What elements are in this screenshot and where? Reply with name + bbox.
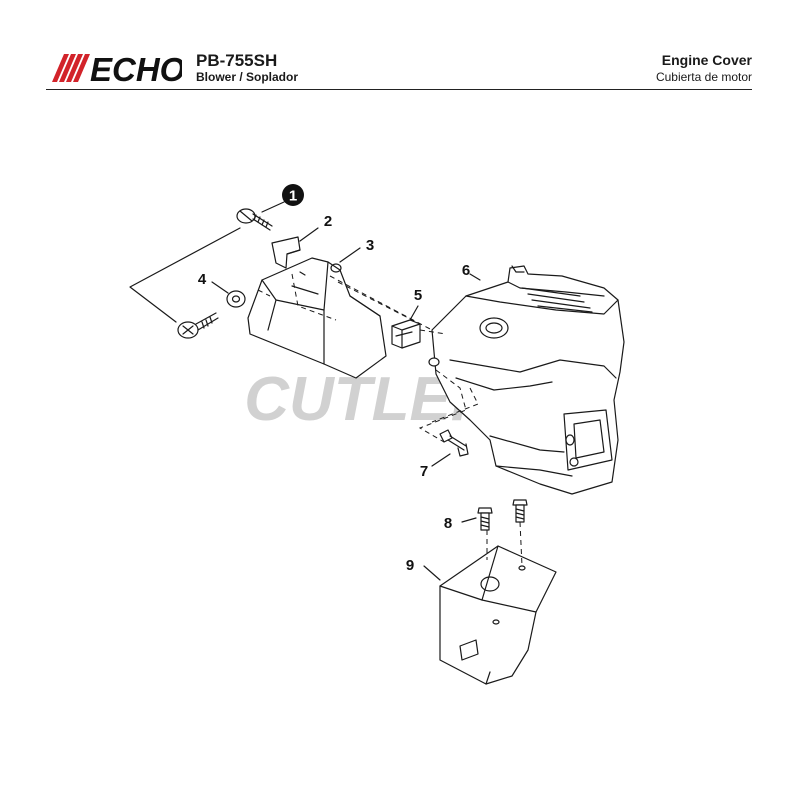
echo-logo: ECHO [52,52,182,84]
header-divider [46,89,752,90]
callout-1: 1 [289,188,297,205]
section-title: Engine Cover [661,52,752,68]
part-4-washer [226,290,246,308]
callout-7: 7 [420,463,428,480]
page-header: ECHO PB-755SH Blower / Soplador Engine C… [0,0,800,92]
part-8-bolts [477,499,528,531]
part-2-bracket [271,236,301,269]
model-number: PB-755SH [196,51,278,70]
brand-wordmark: ECHO [90,52,182,84]
part-5-grommet [391,319,421,349]
part-6-engine-cover [428,265,625,495]
part-9-lower-cover [439,545,557,685]
callout-5: 5 [414,287,422,304]
callout-8: 8 [444,515,452,532]
callout-9: 9 [406,557,414,574]
callout-2: 2 [324,213,332,230]
model-subtitle: Blower / Soplador [196,70,299,84]
callout-4: 4 [198,271,207,288]
section-subtitle: Cubierta de motor [655,70,752,84]
part-3-shield [247,257,387,379]
part-1-screw [236,208,273,231]
callout-3: 3 [366,237,374,254]
part-4-screw [177,312,219,339]
part-7-bolt [439,429,469,457]
callout-1-badge [282,184,304,206]
callout-6: 6 [462,262,470,279]
